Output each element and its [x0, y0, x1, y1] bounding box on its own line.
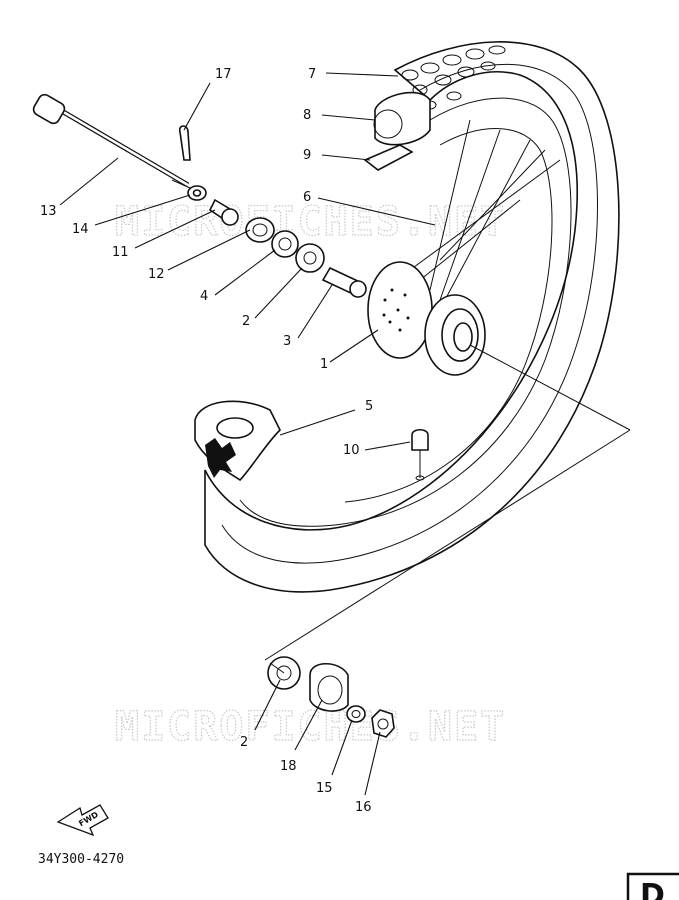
bearing-2-top	[295, 243, 325, 273]
bearing-4	[271, 230, 299, 258]
callout-12: 12	[148, 267, 165, 282]
fwd-arrow-icon: FWD	[56, 804, 109, 837]
callout-11: 11	[112, 245, 129, 260]
diagram-code: 34Y300-4270	[38, 852, 124, 867]
nut-16	[371, 709, 395, 738]
hub-assembly	[367, 261, 486, 376]
callout-1: 1	[320, 357, 328, 372]
watermark-top: MICROFICHES.NET	[115, 199, 506, 245]
callout-17: 17	[215, 67, 232, 82]
flap-9	[363, 144, 414, 171]
callout-5: 5	[365, 399, 373, 414]
callout-6: 6	[303, 190, 311, 205]
corner-letter: D	[640, 878, 665, 900]
valve-10	[411, 428, 429, 451]
seal-12	[245, 217, 275, 243]
leader-lines	[59, 72, 436, 796]
tube-8	[374, 91, 431, 146]
tire-section-5	[194, 400, 281, 482]
callout-16: 16	[355, 800, 372, 815]
callout-2-top: 2	[242, 314, 250, 329]
callout-18: 18	[280, 759, 297, 774]
callout-4: 4	[200, 289, 208, 304]
axle-13	[32, 93, 191, 189]
callout-3: 3	[283, 334, 291, 349]
guide-lines	[264, 344, 631, 674]
cotter-pin-17	[178, 125, 191, 161]
callout-8: 8	[303, 108, 311, 123]
watermark-bottom: MICROFICHES.NET	[115, 704, 506, 750]
callout-14: 14	[72, 222, 89, 237]
callout-9: 9	[303, 148, 311, 163]
washer-15	[346, 705, 366, 723]
callout-2-bottom: 2	[240, 735, 248, 750]
callouts: 7 8 9 6 17 13 14 11 12 4 2 3 1 5 10 2 18…	[40, 67, 373, 815]
callout-15: 15	[316, 781, 333, 796]
wheel-assembly	[194, 41, 620, 593]
callout-13: 13	[40, 204, 57, 219]
spokes	[409, 119, 561, 301]
corner-tab: D	[626, 872, 679, 900]
callout-10: 10	[343, 443, 360, 458]
callout-7: 7	[308, 67, 316, 82]
